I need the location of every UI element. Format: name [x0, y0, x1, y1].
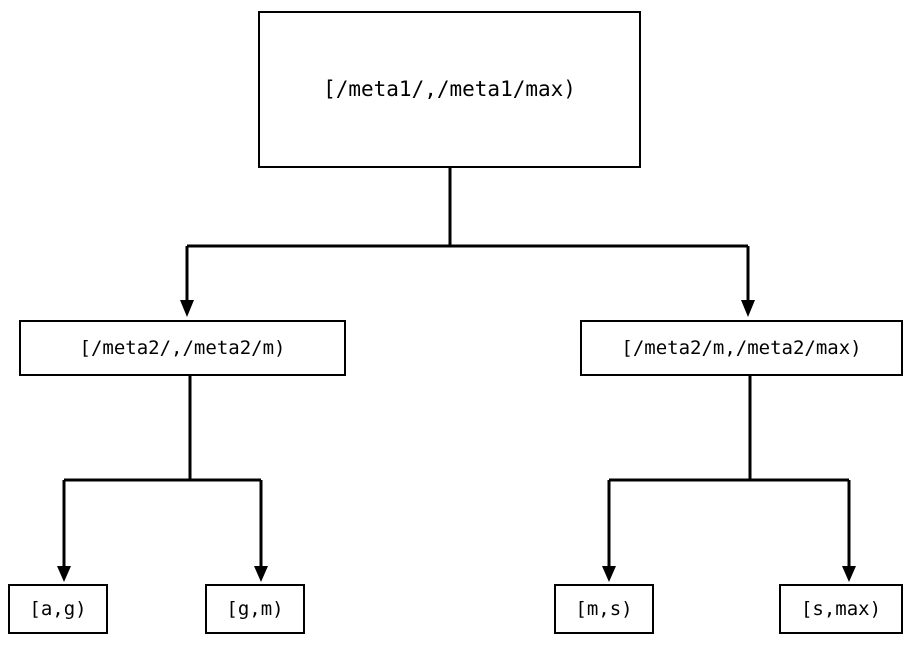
node-leaf-a-g-label: [a,g) [29, 597, 87, 620]
node-mid-left[interactable]: [/meta2/,/meta2/m) [19, 320, 346, 376]
node-leaf-a-g[interactable]: [a,g) [8, 584, 108, 634]
node-leaf-m-s-label: [m,s) [575, 597, 633, 620]
node-leaf-s-max-label: [s,max) [800, 597, 882, 620]
arrowhead-to-leaf-3 [602, 566, 616, 582]
node-root[interactable]: [/meta1/,/meta1/max) [258, 11, 641, 168]
arrowhead-to-leaf-2 [254, 566, 268, 582]
node-mid-left-label: [/meta2/,/meta2/m) [79, 336, 286, 359]
node-leaf-g-m[interactable]: [g,m) [205, 584, 305, 634]
arrowhead-to-mid-left [180, 300, 194, 317]
node-leaf-g-m-label: [g,m) [226, 597, 284, 620]
node-leaf-s-max[interactable]: [s,max) [779, 584, 903, 634]
node-mid-right-label: [/meta2/m,/meta2/max) [621, 336, 862, 359]
node-leaf-m-s[interactable]: [m,s) [554, 584, 654, 634]
arrowhead-to-mid-right [741, 300, 755, 317]
node-root-label: [/meta1/,/meta1/max) [323, 77, 576, 101]
node-mid-right[interactable]: [/meta2/m,/meta2/max) [580, 320, 903, 376]
arrowhead-to-leaf-1 [57, 566, 71, 582]
arrowhead-to-leaf-4 [842, 566, 856, 582]
